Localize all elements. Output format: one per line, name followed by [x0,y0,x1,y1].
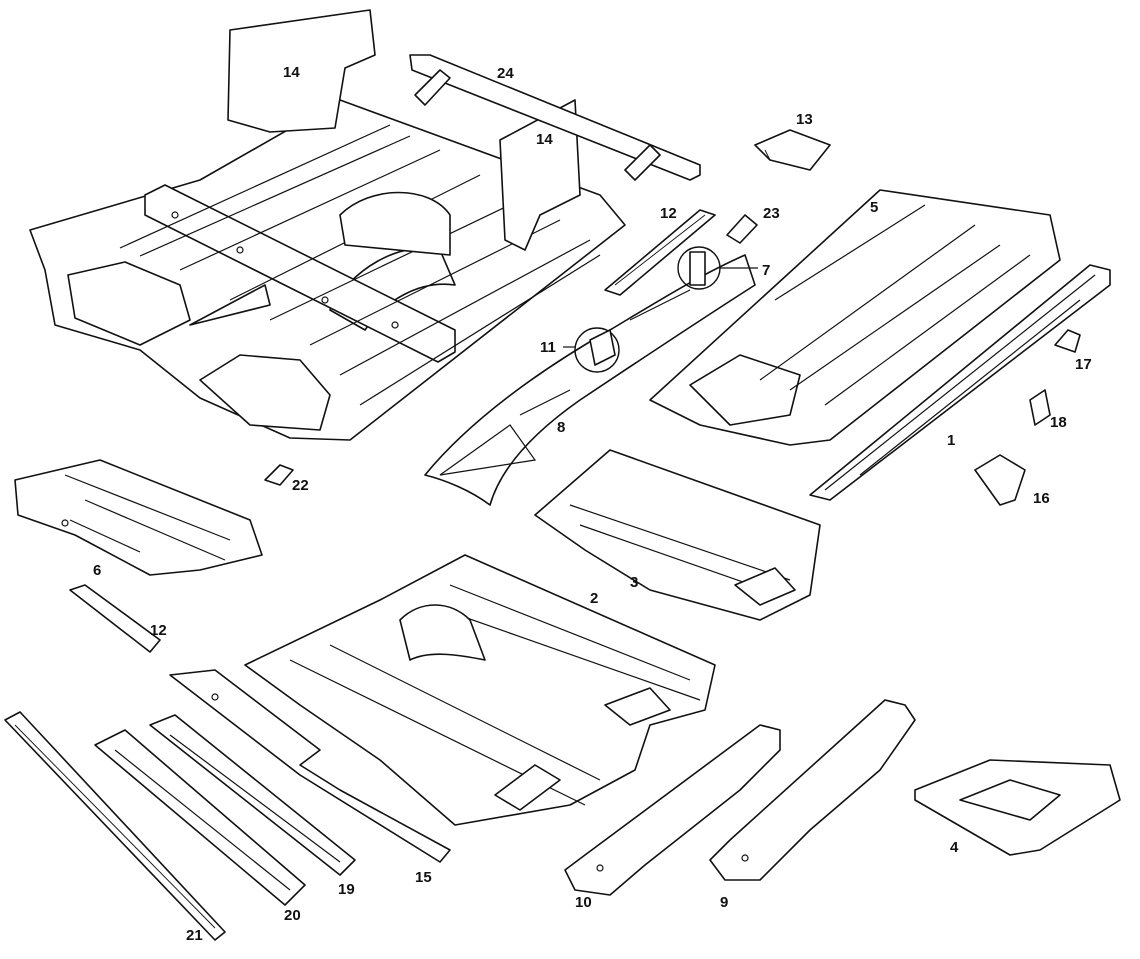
part-4-foot-well [914,759,1121,856]
part-16-bracket [974,454,1026,506]
part-8-tunnel [424,254,756,506]
main-floor-assembly [29,9,626,441]
label-20: 20 [284,907,301,924]
part-10-chassis-leg [564,724,781,896]
label-8: 8 [557,419,565,436]
label-15: 15 [415,869,432,886]
label-14-right: 14 [536,131,553,148]
part-9-chassis-leg [709,699,916,881]
label-9: 9 [720,894,728,911]
part-24-rear-crossmember [409,54,701,181]
label-5: 5 [870,199,878,216]
part-3-floor-panel [534,449,821,621]
label-6: 6 [93,562,101,579]
part-17-clip [1054,329,1081,353]
label-18: 18 [1050,414,1067,431]
label-13: 13 [796,111,813,128]
label-16: 16 [1033,490,1050,507]
part-19-reinforcement [149,714,356,876]
part-2-main-floor [244,554,716,826]
part-5-right-floor [649,189,1061,446]
part-22-clip [264,464,294,486]
label-22: 22 [292,477,309,494]
label-21: 21 [186,927,203,944]
part-12-upper-strip [604,209,716,296]
part-21-sill-strip [4,711,226,941]
part-1-sill [809,264,1111,501]
part-18-pad [1029,389,1051,426]
part-number-labels: 14 24 14 13 12 23 5 7 11 17 18 8 1 22 16… [93,64,1092,944]
label-4: 4 [950,839,959,856]
label-11: 11 [540,339,556,356]
label-2: 2 [590,590,598,607]
callout-circles [563,246,758,373]
part-23-small-bracket [726,214,758,244]
label-1: 1 [947,432,955,449]
part-6-rear-pan [14,459,263,576]
part-13-bracket [754,129,831,171]
label-7: 7 [762,262,770,279]
label-12-upper: 12 [660,205,677,222]
label-19: 19 [338,881,355,898]
part-15-crossmember [169,669,451,863]
label-10: 10 [575,894,592,911]
label-17: 17 [1075,356,1092,373]
label-24: 24 [497,65,514,82]
label-23: 23 [763,205,780,222]
label-3: 3 [630,574,638,591]
label-14-left: 14 [283,64,300,81]
part-20-reinforcement [94,729,306,906]
label-12-lower: 12 [150,622,167,639]
part-12-lower-strip [69,584,161,653]
